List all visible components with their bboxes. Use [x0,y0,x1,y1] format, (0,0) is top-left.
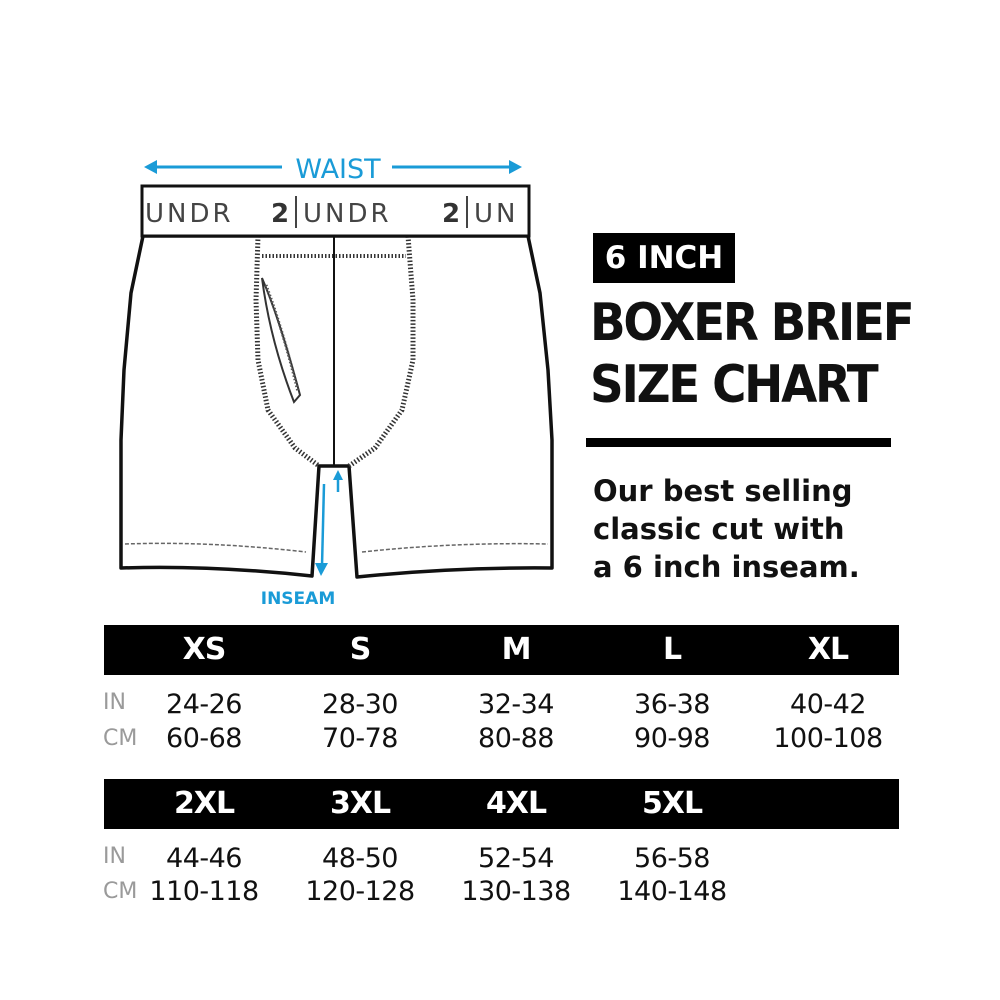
inseam-arrow [315,470,343,576]
size-value-cm: 70-78 [322,723,398,754]
waistband [140,184,531,238]
size-value-in: 52-54 [478,843,554,874]
waistband-text-2-1: 2 [271,199,289,229]
size-label-xs: XS [182,632,227,667]
unit-label-cm: CM [103,726,138,751]
description-line-1: Our best selling [593,474,853,508]
size-label-3xl: 3XL [329,786,391,821]
size-value-in: 32-34 [478,689,554,720]
pouch-stitch [253,235,416,469]
size-header-row-2: 2XL 3XL 4XL 5XL [104,779,899,829]
fly-stitch [264,284,300,393]
title-divider [586,438,891,447]
size-label-m: M [501,632,532,667]
right-hem-stitch [361,542,549,553]
size-label-5xl: 5XL [641,786,703,821]
unit-label-in: IN [103,844,126,869]
waistband-text-un: UN [474,199,518,229]
size-value-in: 56-58 [634,843,710,874]
size-value-cm: 100-108 [773,723,883,754]
length-tag: 6 INCH [593,233,735,283]
left-hem-stitch [124,542,307,553]
size-value-cm: 60-68 [166,723,242,754]
size-value-cm: 120-128 [305,876,415,907]
waistband-text: UNDR 2 UNDR 2 UN [145,196,518,229]
size-value-in: 28-30 [322,689,398,720]
size-value-in: 48-50 [322,843,398,874]
garment-outline [119,234,554,579]
title-line-1: BOXER BRIEF [590,293,915,353]
page-title: BOXER BRIEF SIZE CHART [590,292,915,416]
size-value-cm: 90-98 [634,723,710,754]
inseam-label: INSEAM [261,589,335,609]
size-value-in: 44-46 [166,843,242,874]
unit-label-in: IN [103,690,126,715]
description-line-2: classic cut with [593,512,845,546]
size-label-s: S [349,632,372,667]
size-value-in: 36-38 [634,689,710,720]
size-value-cm: 140-148 [617,876,727,907]
description: Our best selling classic cut with a 6 in… [593,472,860,586]
waistband-text-undr-2: UNDR [303,199,392,229]
size-value-cm: 80-88 [478,723,554,754]
boxer-brief-illustration: WAIST UNDR 2 UNDR 2 UN INSEAM [119,154,554,609]
waistband-text-2-2: 2 [442,199,460,229]
size-value-in: 40-42 [790,689,866,720]
size-label-2xl: 2XL [173,786,235,821]
unit-label-cm: CM [103,879,138,904]
size-value-cm: 110-118 [149,876,259,907]
size-label-4xl: 4XL [485,786,547,821]
size-label-l: L [662,632,682,667]
waist-label: WAIST [295,154,381,185]
description-line-3: a 6 inch inseam. [593,550,860,584]
size-value-cm: 130-138 [461,876,571,907]
size-header-row-1: XS S M L XL [104,625,899,675]
size-value-in: 24-26 [166,689,242,720]
size-label-xl: XL [807,632,849,667]
waistband-text-undr-1: UNDR [145,199,234,229]
waist-arrow [144,160,522,174]
title-line-2: SIZE CHART [590,355,879,415]
